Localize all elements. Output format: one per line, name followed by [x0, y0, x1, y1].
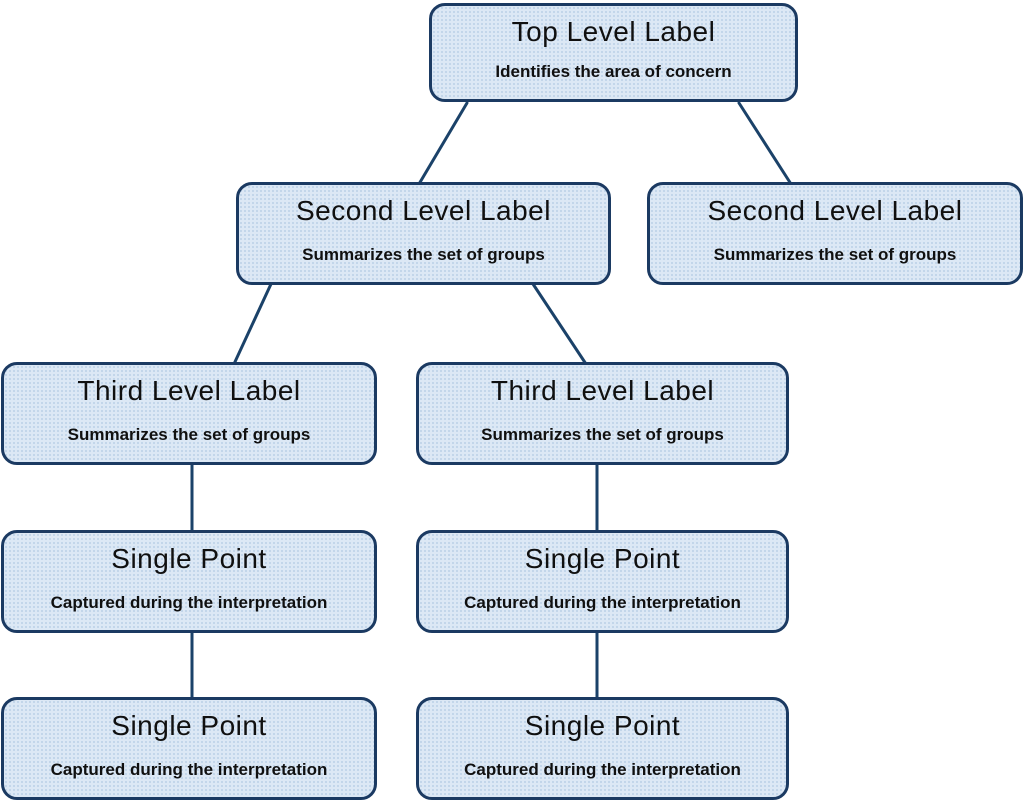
- node-second-level-left: Second Level Label Summarizes the set of…: [236, 182, 611, 285]
- node-subtitle: Identifies the area of concern: [495, 62, 732, 82]
- node-subtitle: Summarizes the set of groups: [481, 425, 724, 445]
- edge-second-left-to-third-right: [531, 282, 588, 366]
- node-title: Top Level Label: [511, 16, 716, 47]
- edge-top-to-second-left: [417, 101, 469, 186]
- node-subtitle: Captured during the interpretation: [464, 593, 741, 613]
- node-single-point-row1-left: Single Point Captured during the interpr…: [1, 530, 377, 633]
- node-single-point-row2-left: Single Point Captured during the interpr…: [1, 697, 377, 800]
- node-subtitle: Captured during the interpretation: [50, 760, 328, 780]
- node-third-level-right: Third Level Label Summarizes the set of …: [416, 362, 789, 465]
- node-subtitle: Summarizes the set of groups: [713, 245, 957, 265]
- node-single-point-row1-right: Single Point Captured during the interpr…: [416, 530, 789, 633]
- node-title: Second Level Label: [707, 195, 963, 226]
- node-subtitle: Summarizes the set of groups: [302, 245, 545, 265]
- node-single-point-row2-right: Single Point Captured during the interpr…: [416, 697, 789, 800]
- edge-top-to-second-right: [737, 101, 793, 186]
- node-top-level: Top Level Label Identifies the area of c…: [429, 3, 798, 102]
- node-third-level-left: Third Level Label Summarizes the set of …: [1, 362, 377, 465]
- node-title: Third Level Label: [490, 375, 715, 406]
- node-title: Single Point: [524, 710, 681, 741]
- node-title: Third Level Label: [77, 375, 301, 406]
- node-subtitle: Summarizes the set of groups: [67, 425, 311, 445]
- node-title: Single Point: [524, 543, 681, 574]
- node-subtitle: Captured during the interpretation: [50, 593, 328, 613]
- node-title: Single Point: [111, 710, 267, 741]
- node-title: Single Point: [111, 543, 267, 574]
- node-title: Second Level Label: [296, 195, 551, 226]
- node-second-level-right: Second Level Label Summarizes the set of…: [647, 182, 1023, 285]
- node-subtitle: Captured during the interpretation: [464, 760, 741, 780]
- edge-second-left-to-third-left: [232, 282, 273, 366]
